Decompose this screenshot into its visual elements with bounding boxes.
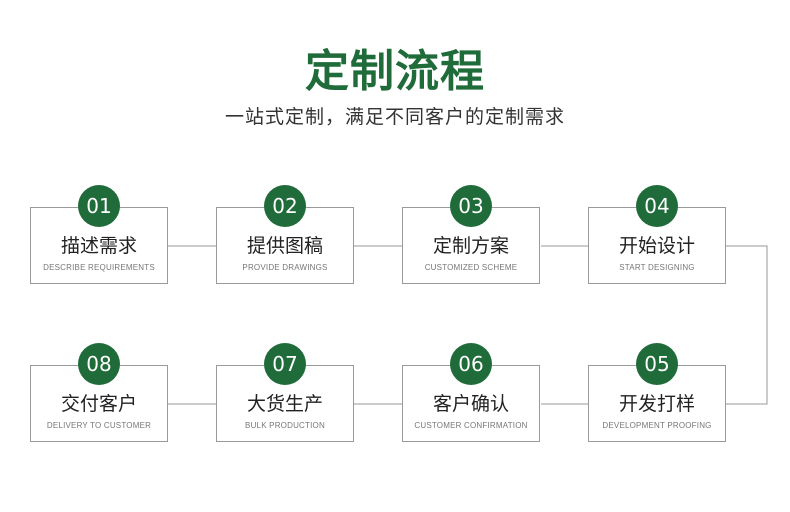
step-number-badge: 05 xyxy=(636,343,678,385)
step-subtitle: CUSTOMIZED SCHEME xyxy=(424,263,518,272)
page-title: 定制流程 xyxy=(305,46,485,97)
step-title: 客户确认 xyxy=(432,393,509,415)
step-subtitle: PROVIDE DRAWINGS xyxy=(242,263,328,272)
step-01: 01 描述需求 DESCRIBE REQUIREMENTS xyxy=(30,185,168,284)
step-subtitle: DESCRIBE REQUIREMENTS xyxy=(43,263,155,272)
step-title: 提供图稿 xyxy=(246,235,323,257)
step-number-badge: 01 xyxy=(78,185,120,227)
step-title: 开始设计 xyxy=(618,235,695,257)
step-title: 大货生产 xyxy=(246,393,323,415)
step-subtitle: CUSTOMER CONFIRMATION xyxy=(414,421,528,430)
step-number-badge: 04 xyxy=(636,185,678,227)
page-subtitle: 一站式定制，满足不同客户的定制需求 xyxy=(224,106,565,128)
step-number-badge: 02 xyxy=(264,185,306,227)
step-number-badge: 03 xyxy=(450,185,492,227)
step-title: 开发打样 xyxy=(618,393,695,415)
step-07: 07 大货生产 BULK PRODUCTION xyxy=(216,343,354,442)
connector-04-05 xyxy=(726,245,768,405)
step-number-badge: 06 xyxy=(450,343,492,385)
step-04: 04 开始设计 START DESIGNING xyxy=(588,185,726,284)
step-number-badge: 08 xyxy=(78,343,120,385)
step-number-badge: 07 xyxy=(264,343,306,385)
step-title: 交付客户 xyxy=(60,393,137,415)
step-subtitle: START DESIGNING xyxy=(619,263,695,272)
step-title: 定制方案 xyxy=(432,235,509,257)
step-06: 06 客户确认 CUSTOMER CONFIRMATION xyxy=(402,343,540,442)
step-subtitle: BULK PRODUCTION xyxy=(245,421,325,430)
step-subtitle: DELIVERY TO CUSTOMER xyxy=(46,421,152,430)
step-05: 05 开发打样 DEVELOPMENT PROOFING xyxy=(588,343,726,442)
step-08: 08 交付客户 DELIVERY TO CUSTOMER xyxy=(30,343,168,442)
step-title: 描述需求 xyxy=(60,235,137,257)
step-02: 02 提供图稿 PROVIDE DRAWINGS xyxy=(216,185,354,284)
step-subtitle: DEVELOPMENT PROOFING xyxy=(602,421,712,430)
step-03: 03 定制方案 CUSTOMIZED SCHEME xyxy=(402,185,540,284)
